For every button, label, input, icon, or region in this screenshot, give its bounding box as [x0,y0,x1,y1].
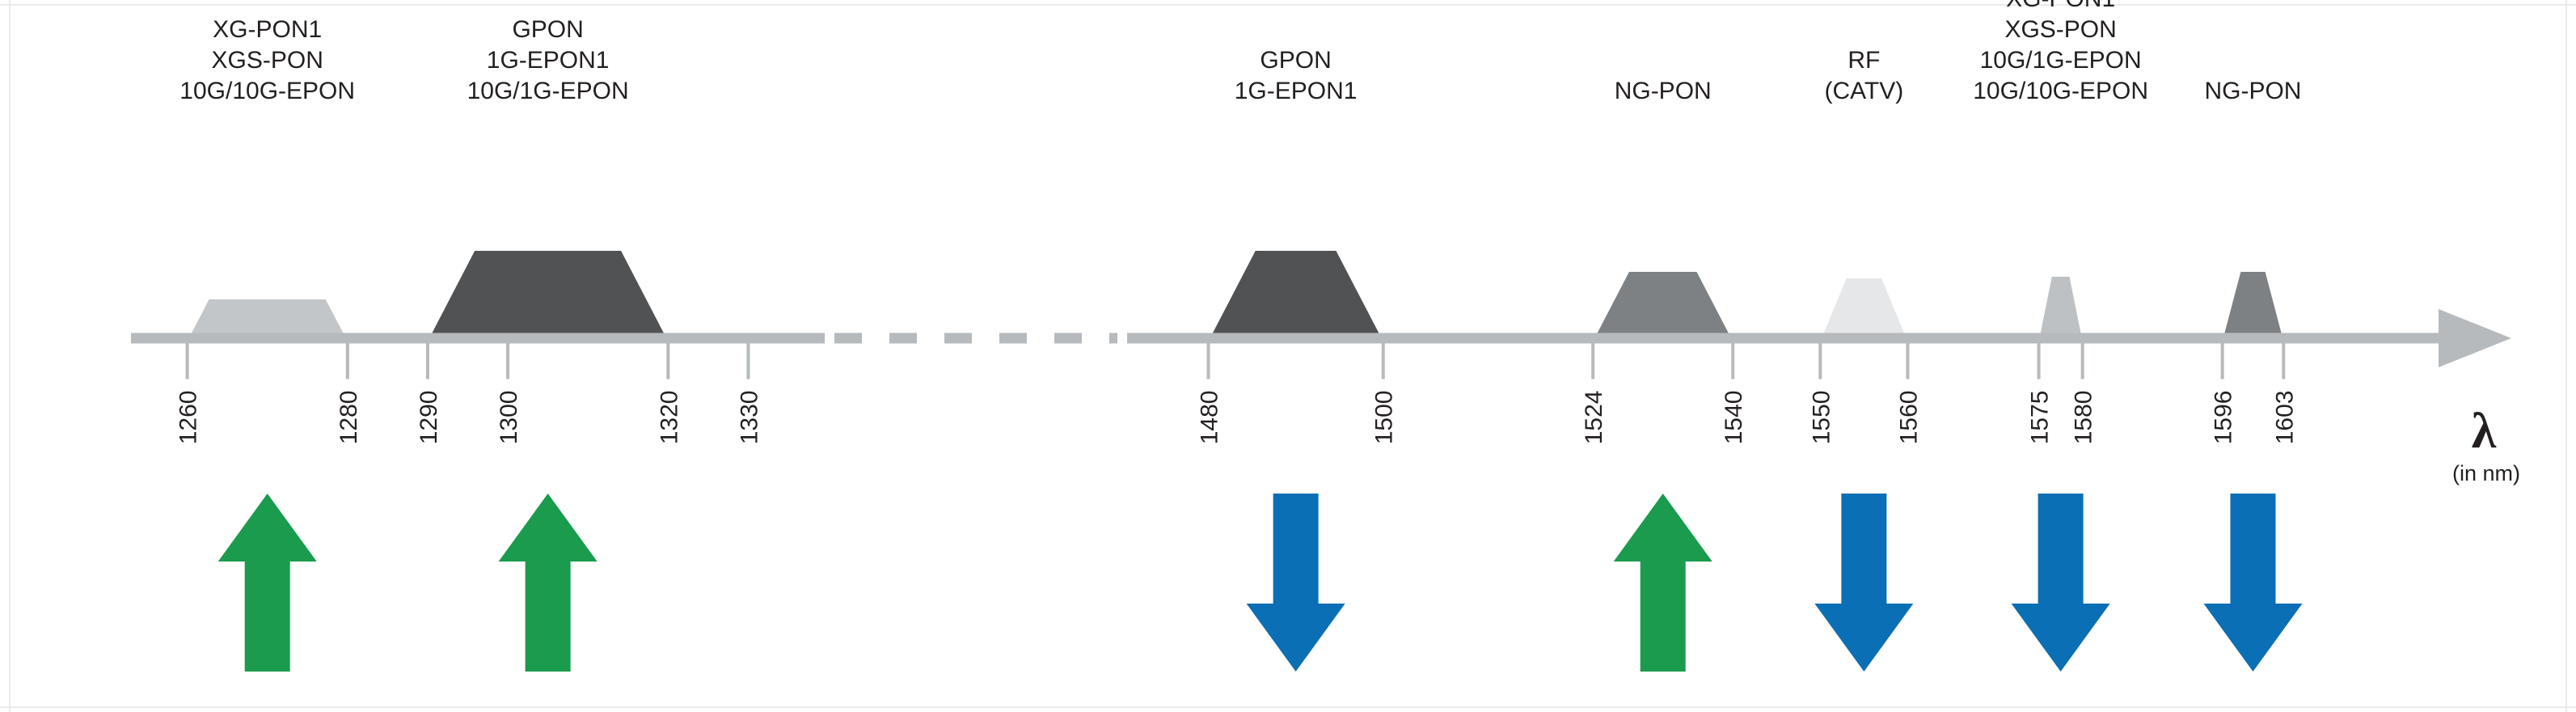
band-label-group-band-1480-1500: GPON 1G-EPON1 [1235,47,1358,104]
tick-mark [346,344,349,379]
axis-tick: 1580 [2071,344,2097,445]
band-trapezoids-layer [188,251,2284,341]
downstream-arrow-icon-band-1550-1560 [1814,494,1913,672]
band-label-line: XG-PON1 [213,16,322,43]
wavelength-band-band-1290-1320 [428,251,668,341]
tick-label: 1540 [1721,391,1747,445]
band-label-group-band-1550-1560: RF (CATV) [1824,47,1903,104]
axis-tick: 1480 [1196,344,1223,445]
tick-label: 1480 [1196,391,1223,445]
downstream-arrow-icon-band-1480-1500 [1247,494,1345,672]
tick-label: 1560 [1895,391,1922,445]
wavelength-band-band-1575-1580 [2039,277,2083,341]
band-label-line: 10G/10G-EPON [179,78,355,104]
band-label-group-band-1290-1320: GPON 1G-EPON1 10G/1G-EPON [467,16,629,104]
upstream-arrow-icon-band-1290-1320 [499,494,598,672]
tick-mark [1731,344,1734,379]
lambda-axis-caption: λ (in nm) [2452,404,2520,485]
band-label-line: (CATV) [1824,78,1903,104]
band-label-line: NG-PON [1615,78,1712,104]
tick-label: 1524 [1581,391,1607,445]
tick-label: 1596 [2211,391,2237,445]
band-label-line: XGS-PON [212,47,323,74]
downstream-arrow-icon-band-1596-1603 [2203,494,2302,672]
wavelength-band-band-1524-1540 [1593,272,1733,341]
axis-tick: 1500 [1371,344,1398,445]
band-label-line: 1G-EPON1 [487,47,610,74]
tick-mark [746,344,750,379]
axis-tick: 1596 [2211,344,2237,445]
axis-tick: 1300 [496,344,522,445]
band-label-group-band-1575-1580: XG-PON1XGS-PON 10G/1G-EPON 10G/10G-EPON [1973,0,2148,104]
band-label-line: 1G-EPON1 [1235,78,1358,104]
tick-mark [1906,344,1909,379]
tick-mark [1818,344,1822,379]
band-label-line: XG-PON1 [2006,0,2115,12]
wavelength-band-band-1550-1560 [1820,278,1907,341]
axis-tick: 1560 [1895,344,1922,445]
axis-line-right [1127,333,2439,344]
upstream-arrow-icon-band-1260-1280 [218,494,317,672]
axis-tick: 1524 [1581,344,1607,445]
downstream-arrow-icon-band-1575-1580 [2012,494,2110,672]
tick-label: 1290 [416,391,442,445]
axis-arrowhead-icon [2439,309,2511,367]
band-label-line: GPON [512,16,583,43]
tick-label: 1500 [1371,391,1398,445]
band-label-line: 10G/1G-EPON [467,78,629,104]
tick-label: 1330 [736,391,762,445]
axis-tick: 1260 [175,344,202,445]
tick-mark [2081,344,2084,379]
band-labels-layer: XG-PON1XGS-PON10G/10G-EPONGPON1G-EPON110… [179,0,2301,104]
tick-mark [666,344,669,379]
band-label-line: GPON [1260,47,1331,74]
tick-mark [2282,344,2285,379]
axis-tick: 1575 [2027,344,2054,445]
band-label-line: 10G/1G-EPON [1980,47,2142,74]
tick-mark [1591,344,1594,379]
axis-tick: 1550 [1808,344,1835,445]
tick-label: 1580 [2071,391,2097,445]
tick-label: 1260 [175,391,202,445]
axis-tick: 1320 [656,344,682,445]
tick-label: 1550 [1808,391,1835,445]
tick-mark [2221,344,2224,379]
tick-mark [1382,344,1385,379]
tick-label: 1320 [656,391,682,445]
axis-tick: 1540 [1721,344,1747,445]
band-label-group-band-1260-1280: XG-PON1XGS-PON 10G/10G-EPON [179,16,355,104]
band-label-line: NG-PON [2204,78,2301,104]
band-label-line: XGS-PON [2004,16,2116,43]
wavelength-band-band-1480-1500 [1208,251,1383,341]
direction-arrows-layer [218,494,2303,672]
lambda-unit-label: (in nm) [2452,461,2520,485]
tick-label: 1300 [496,391,522,445]
axis-ticks-layer: 1260 1280 1290 1300 1320 1330 1480 1500 1524 1540… [175,344,2299,445]
tick-mark [186,344,189,379]
axis-line-left [131,333,825,344]
wavelength-band-band-1596-1603 [2223,272,2284,341]
axis-tick: 1603 [2271,344,2298,445]
axis-tick: 1330 [736,344,762,445]
tick-label: 1575 [2027,391,2054,445]
upstream-arrow-icon-band-1524-1540 [1614,494,1712,672]
tick-mark [1206,344,1210,379]
band-label-group-band-1596-1603: NG-PON [2204,78,2301,104]
band-label-line: 10G/10G-EPON [1973,78,2148,104]
tick-mark [426,344,429,379]
axis-tick: 1290 [416,344,442,445]
band-label-group-band-1524-1540: NG-PON [1615,78,1712,104]
tick-label: 1603 [2271,391,2298,445]
tick-mark [2038,344,2041,379]
axis-tick: 1280 [336,344,362,445]
tick-label: 1280 [336,391,362,445]
tick-mark [506,344,509,379]
band-label-line: RF [1848,47,1880,74]
lambda-symbol: λ [2472,404,2497,459]
